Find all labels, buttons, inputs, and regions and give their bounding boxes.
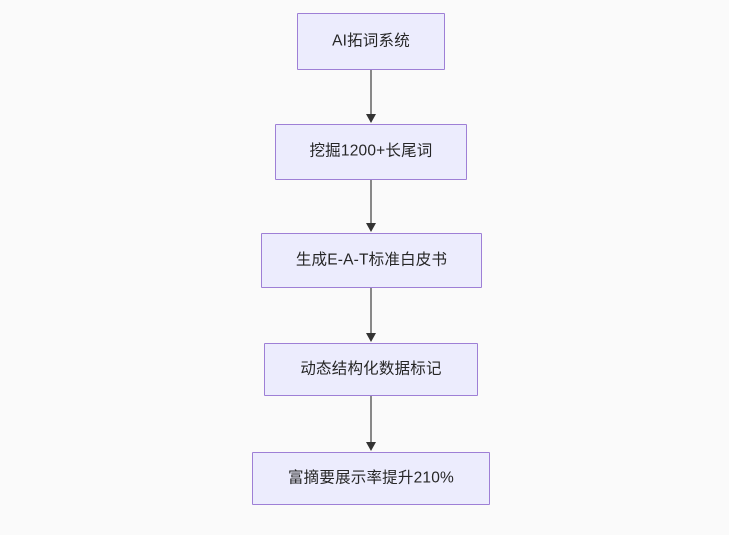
flow-node-ai-keyword-system[interactable]: AI拓词系统 bbox=[297, 13, 445, 70]
flow-node-mine-longtail-keywords[interactable]: 挖掘1200+长尾词 bbox=[275, 124, 467, 180]
flow-node-label: 生成E-A-T标准白皮书 bbox=[295, 251, 448, 269]
flow-node-label: 挖掘1200+长尾词 bbox=[309, 142, 433, 160]
flow-arrowhead-4-5 bbox=[365, 442, 376, 451]
flow-node-rich-snippet-impression-uplift[interactable]: 富摘要展示率提升210% bbox=[252, 452, 490, 505]
flow-node-generate-eat-whitepaper[interactable]: 生成E-A-T标准白皮书 bbox=[261, 233, 482, 288]
flow-edge-4-5 bbox=[370, 396, 372, 443]
flow-arrowhead-3-4 bbox=[365, 333, 376, 342]
flow-arrowhead-1-2 bbox=[365, 114, 376, 123]
flow-node-dynamic-structured-data-markup[interactable]: 动态结构化数据标记 bbox=[264, 343, 478, 396]
flow-node-label: AI拓词系统 bbox=[332, 32, 410, 50]
flow-edge-3-4 bbox=[370, 288, 372, 334]
flow-node-label: 富摘要展示率提升210% bbox=[287, 469, 455, 487]
flow-arrowhead-2-3 bbox=[365, 223, 376, 232]
flow-edge-1-2 bbox=[370, 70, 372, 115]
flow-edge-2-3 bbox=[370, 180, 372, 224]
flow-node-label: 动态结构化数据标记 bbox=[300, 360, 442, 378]
